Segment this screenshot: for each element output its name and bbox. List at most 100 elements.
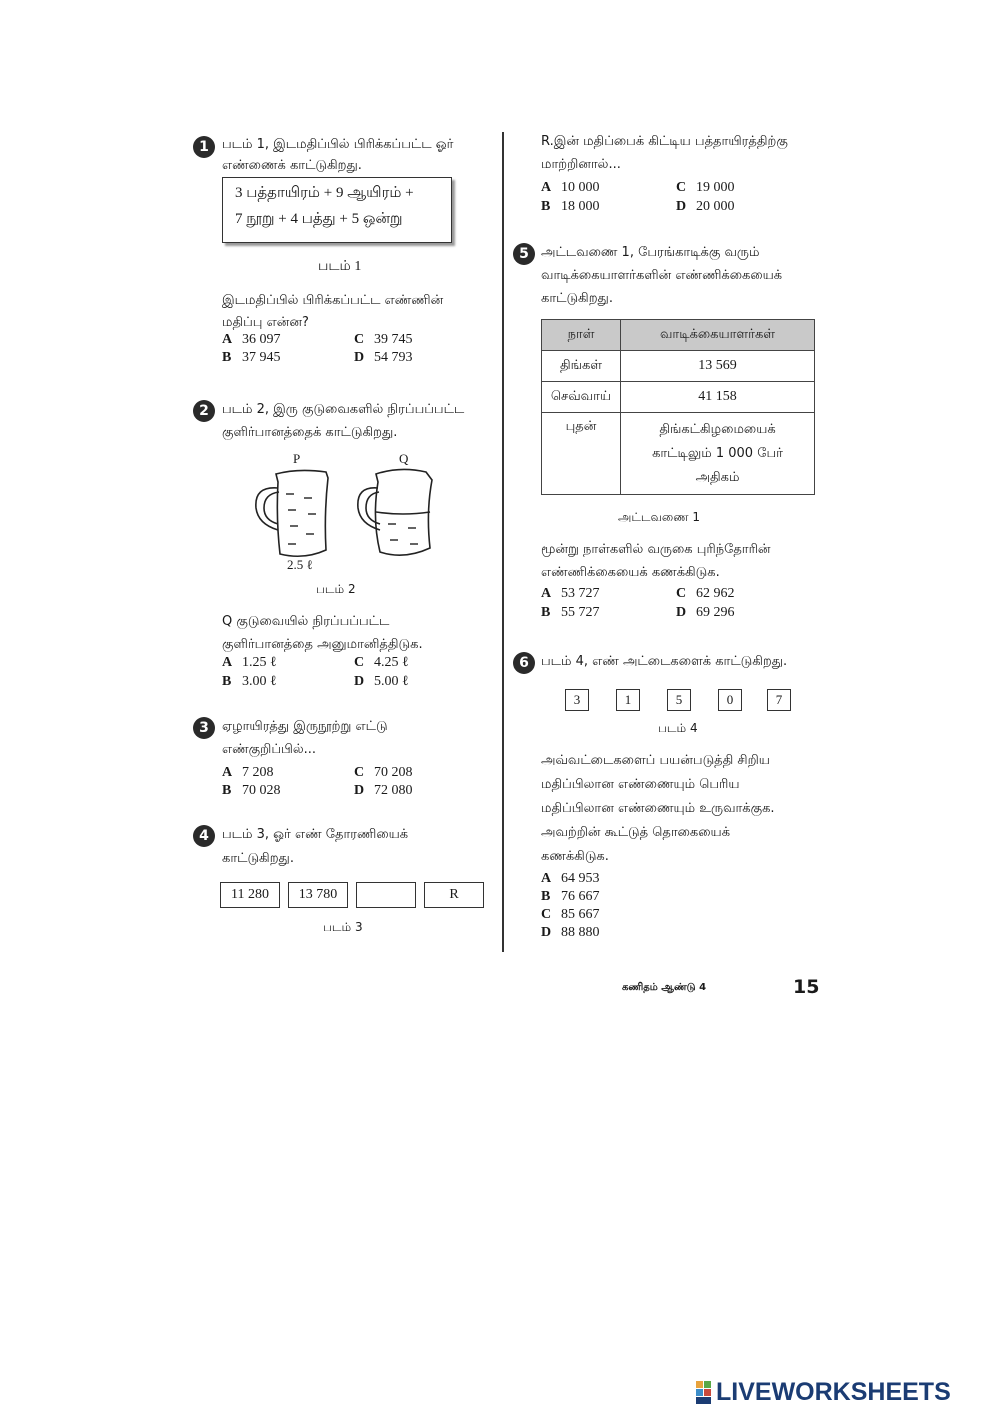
option-letter: A: [222, 655, 233, 670]
q2-intro-line2: குளிர்பானத்தைக் காட்டுகிறது.: [222, 425, 398, 440]
q3-option-a[interactable]: A 7 208: [222, 765, 274, 781]
option-letter: D: [354, 350, 365, 365]
table-row: திங்கள் 13 569: [541, 350, 815, 382]
option-value: 7 208: [242, 765, 274, 780]
option-letter: B: [222, 674, 232, 689]
q6-question-line1: அவ்வட்டைகளைப் பயன்படுத்தி சிறிய: [541, 753, 770, 768]
place-value-line2: 7 நூறு + 4 பத்து + 5 ஒன்று: [235, 211, 403, 227]
option-letter: C: [354, 332, 365, 347]
q4-question-line1: R.இன் மதிப்பைக் கிட்டிய பத்தாயிரத்திற்கு: [541, 134, 788, 149]
place-value-line1: 3 பத்தாயிரம் + 9 ஆயிரம் +: [235, 185, 414, 201]
table-row: செவ்வாய் 41 158: [541, 381, 815, 413]
option-letter: C: [541, 907, 552, 922]
wednesday-line1: திங்கட்கிழமையைக்: [659, 421, 776, 437]
option-value: 69 296: [696, 605, 735, 620]
row-value: 13 569: [620, 350, 815, 382]
row-day: செவ்வாய்: [541, 381, 621, 413]
q6-intro-line: படம் 4, எண் அட்டைகளைக் காட்டுகிறது.: [541, 654, 788, 669]
q5-option-c[interactable]: C 62 962: [676, 586, 735, 602]
q3-line1: ஏழாயிரத்து இருநூற்று எட்டு: [222, 719, 388, 734]
sequence-box-2: 13 780: [288, 882, 348, 908]
option-letter: B: [541, 889, 551, 904]
figure-4-caption: படம் 4: [658, 721, 698, 735]
option-letter: D: [676, 605, 687, 620]
option-letter: A: [541, 180, 552, 195]
q5-option-a[interactable]: A 53 727: [541, 586, 600, 602]
option-value: 20 000: [696, 199, 735, 214]
option-letter: B: [541, 199, 551, 214]
q5-intro-line3: காட்டுகிறது.: [541, 291, 613, 306]
q4-intro-line1: படம் 3, ஓர் எண் தோரணியைக்: [222, 827, 409, 842]
jug-p-volume: 2.5 ℓ: [287, 557, 313, 572]
jug-q-label: Q: [399, 451, 409, 466]
option-value: 53 727: [561, 586, 600, 601]
option-value: 4.25 ℓ: [374, 655, 409, 670]
question-2-number: 2: [193, 400, 215, 422]
number-card-2: 1: [616, 689, 640, 711]
q2-question-line1: Q குடுவையில் நிரப்பப்பட்ட: [222, 614, 390, 629]
q6-question-line2: மதிப்பிலான எண்ணையும் பெரிய: [541, 777, 740, 792]
number-card-1: 3: [565, 689, 589, 711]
q4-question-line2: மாற்றினால்...: [541, 157, 621, 172]
option-letter: B: [222, 783, 232, 798]
q6-question-line5: கணக்கிடுக.: [541, 849, 609, 864]
q1-question-line2: மதிப்பு என்ன?: [222, 315, 309, 330]
table-header-row: நாள் வாடிக்கையாளர்கள்: [541, 319, 815, 351]
option-value: 19 000: [696, 180, 735, 195]
option-value: 72 080: [374, 783, 413, 798]
option-value: 5.00 ℓ: [374, 674, 409, 689]
option-letter: B: [222, 350, 232, 365]
figure-2-caption: படம் 2: [316, 582, 356, 596]
wednesday-line3: அதிகம்: [695, 469, 740, 485]
option-value: 76 667: [561, 889, 600, 904]
jugs-illustration: [255, 468, 433, 558]
q5-option-d[interactable]: D 69 296: [676, 605, 735, 621]
option-letter: A: [541, 586, 552, 601]
row-day: புதன்: [541, 412, 621, 495]
liveworksheets-brand[interactable]: LIVEWORKSHEETS: [716, 1378, 951, 1406]
header-visitors: வாடிக்கையாளர்கள்: [620, 319, 815, 351]
question-3-number: 3: [193, 717, 215, 739]
option-letter: C: [676, 180, 687, 195]
q5-question-line2: எண்ணிக்கையைக் கணக்கிடுக.: [541, 565, 720, 580]
column-divider: [502, 132, 504, 952]
row-value: 41 158: [620, 381, 815, 413]
q4-option-c[interactable]: C 19 000: [676, 180, 735, 196]
option-value: 55 727: [561, 605, 600, 620]
table-row: புதன் திங்கட்கிழமையைக் காட்டிலும் 1 000 …: [541, 412, 815, 495]
page-number: 15: [793, 976, 820, 998]
q1-intro-line1: படம் 1, இடமதிப்பில் பிரிக்கப்பட்ட ஓர்: [222, 137, 454, 152]
option-letter: A: [222, 765, 233, 780]
q1-question-line1: இடமதிப்பில் பிரிக்கப்பட்ட எண்ணின்: [222, 293, 444, 308]
option-value: 62 962: [696, 586, 735, 601]
q2-question-line2: குளிர்பானத்தை அனுமானித்திடுக.: [222, 637, 423, 652]
row-value-wednesday: திங்கட்கிழமையைக் காட்டிலும் 1 000 பேர் அ…: [620, 412, 815, 495]
jug-q-icon: [357, 468, 433, 556]
figure-3-caption: படம் 3: [323, 920, 363, 934]
jug-p-label: P: [293, 451, 301, 466]
option-letter: C: [676, 586, 687, 601]
q5-question-line1: மூன்று நாள்களில் வருகை புரிந்தோரின்: [541, 542, 771, 557]
q6-option-b[interactable]: B 76 667: [541, 889, 600, 905]
option-letter: A: [222, 332, 233, 347]
place-value-box: 3 பத்தாயிரம் + 9 ஆயிரம் + 7 நூறு + 4 பத்…: [222, 177, 452, 243]
option-value: 70 208: [374, 765, 413, 780]
